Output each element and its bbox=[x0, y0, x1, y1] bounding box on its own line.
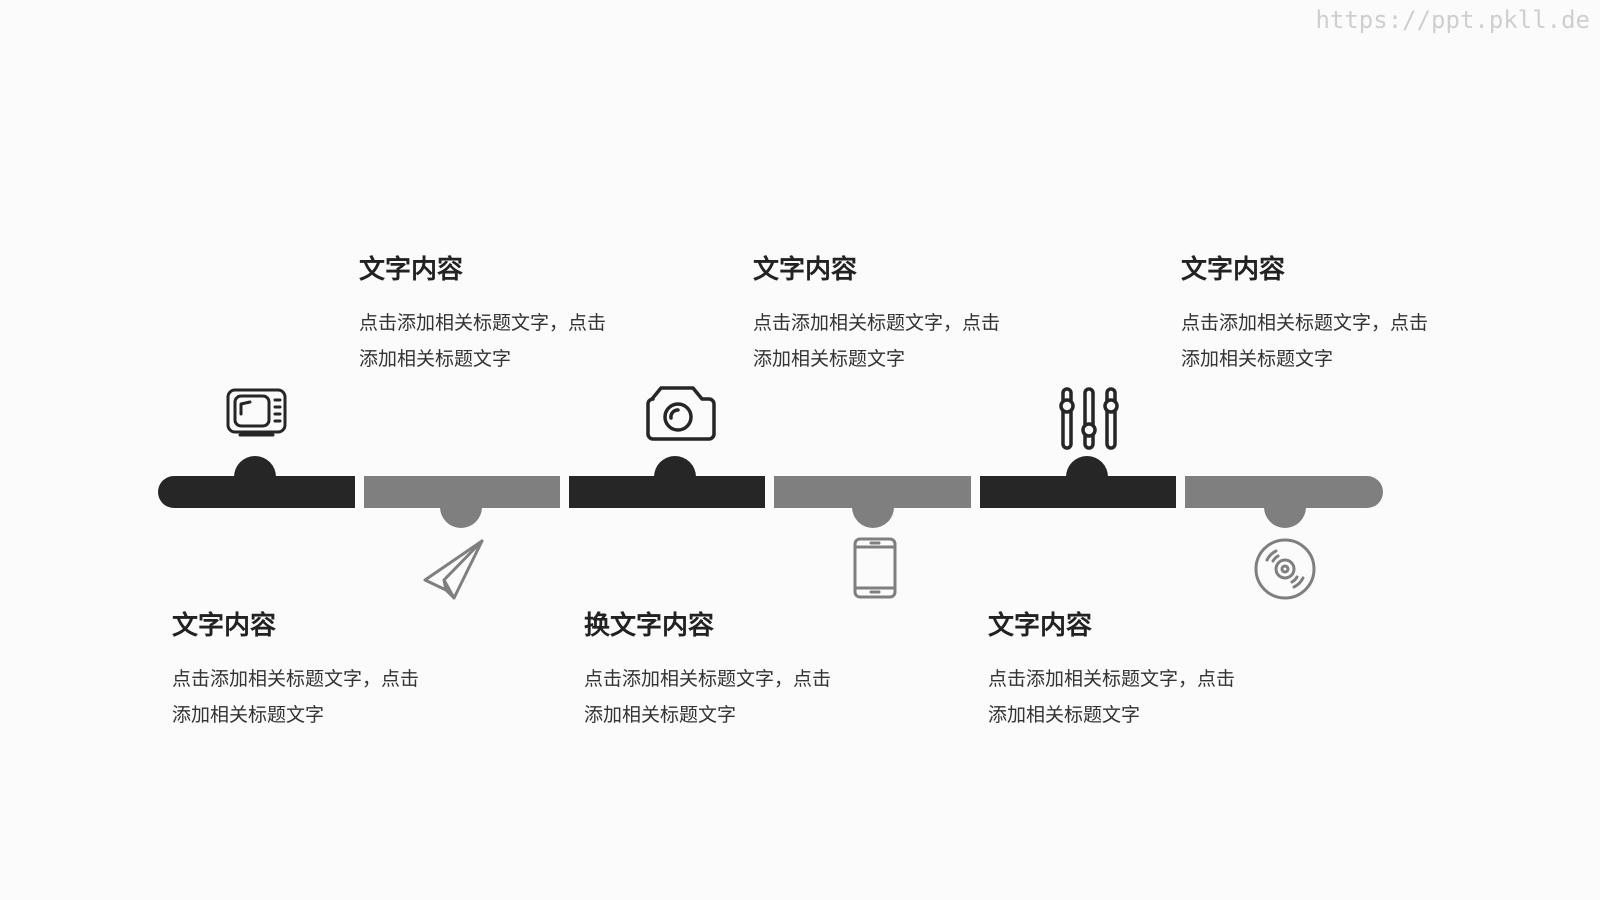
timeline-segment-3 bbox=[569, 476, 765, 508]
step-4-desc-line-1: 点击添加相关标题文字，点击 bbox=[753, 312, 1001, 334]
step-5-text: 文字内容 点击添加相关标题文字，点击 添加相关标题文字 bbox=[988, 609, 1288, 733]
step-4-title: 文字内容 bbox=[753, 255, 858, 285]
step-1-desc-line-1: 点击添加相关标题文字，点击 bbox=[172, 668, 420, 690]
step-5-desc-line-2: 添加相关标题文字 bbox=[988, 704, 1141, 726]
step-1-title: 文字内容 bbox=[172, 611, 277, 641]
timeline-segment-2 bbox=[364, 476, 560, 508]
step-2-text: 文字内容 点击添加相关标题文字，点击 添加相关标题文字 bbox=[359, 253, 659, 377]
paper-plane-icon bbox=[423, 539, 484, 600]
disc-icon bbox=[1254, 538, 1316, 600]
step-2-desc: 点击添加相关标题文字，点击 添加相关标题文字 bbox=[359, 305, 659, 377]
step-2-desc-line-1: 点击添加相关标题文字，点击 bbox=[359, 312, 607, 334]
step-3-desc-line-2: 添加相关标题文字 bbox=[584, 704, 737, 726]
step-6-title: 文字内容 bbox=[1181, 255, 1286, 285]
step-3-desc: 点击添加相关标题文字，点击 添加相关标题文字 bbox=[584, 661, 884, 733]
step-4-desc-line-2: 添加相关标题文字 bbox=[753, 348, 906, 370]
step-3-desc-line-1: 点击添加相关标题文字，点击 bbox=[584, 668, 832, 690]
step-3-title: 换文字内容 bbox=[584, 611, 715, 641]
timeline-node-4 bbox=[852, 507, 894, 528]
timeline-segment-4 bbox=[774, 476, 971, 508]
sliders-icon bbox=[1059, 387, 1119, 450]
timeline-segment-5 bbox=[980, 476, 1176, 508]
timeline-segment-6 bbox=[1185, 476, 1383, 508]
step-4-desc: 点击添加相关标题文字，点击 添加相关标题文字 bbox=[753, 305, 1053, 377]
timeline-segment-1 bbox=[158, 476, 355, 508]
step-1-desc-line-2: 添加相关标题文字 bbox=[172, 704, 325, 726]
step-1-desc: 点击添加相关标题文字，点击 添加相关标题文字 bbox=[172, 661, 472, 733]
step-4-text: 文字内容 点击添加相关标题文字，点击 添加相关标题文字 bbox=[753, 253, 1053, 377]
step-6-desc-line-2: 添加相关标题文字 bbox=[1181, 348, 1334, 370]
phone-icon bbox=[853, 537, 897, 599]
timeline-node-6 bbox=[1264, 507, 1306, 528]
watermark-url: https://ppt.pkll.de bbox=[1315, 6, 1590, 34]
step-6-desc: 点击添加相关标题文字，点击 添加相关标题文字 bbox=[1181, 305, 1481, 377]
camera-icon bbox=[646, 386, 716, 441]
step-2-desc-line-2: 添加相关标题文字 bbox=[359, 348, 512, 370]
timeline-node-3 bbox=[654, 456, 696, 477]
step-5-desc-line-1: 点击添加相关标题文字，点击 bbox=[988, 668, 1236, 690]
step-3-text: 换文字内容 点击添加相关标题文字，点击 添加相关标题文字 bbox=[584, 609, 884, 733]
step-5-desc: 点击添加相关标题文字，点击 添加相关标题文字 bbox=[988, 661, 1288, 733]
timeline-node-1 bbox=[234, 456, 276, 477]
timeline-node-5 bbox=[1066, 456, 1108, 477]
step-2-title: 文字内容 bbox=[359, 255, 464, 285]
timeline-node-2 bbox=[440, 507, 482, 528]
step-5-title: 文字内容 bbox=[988, 611, 1093, 641]
tv-icon bbox=[226, 388, 287, 437]
step-1-text: 文字内容 点击添加相关标题文字，点击 添加相关标题文字 bbox=[172, 609, 472, 733]
step-6-desc-line-1: 点击添加相关标题文字，点击 bbox=[1181, 312, 1429, 334]
step-6-text: 文字内容 点击添加相关标题文字，点击 添加相关标题文字 bbox=[1181, 253, 1481, 377]
